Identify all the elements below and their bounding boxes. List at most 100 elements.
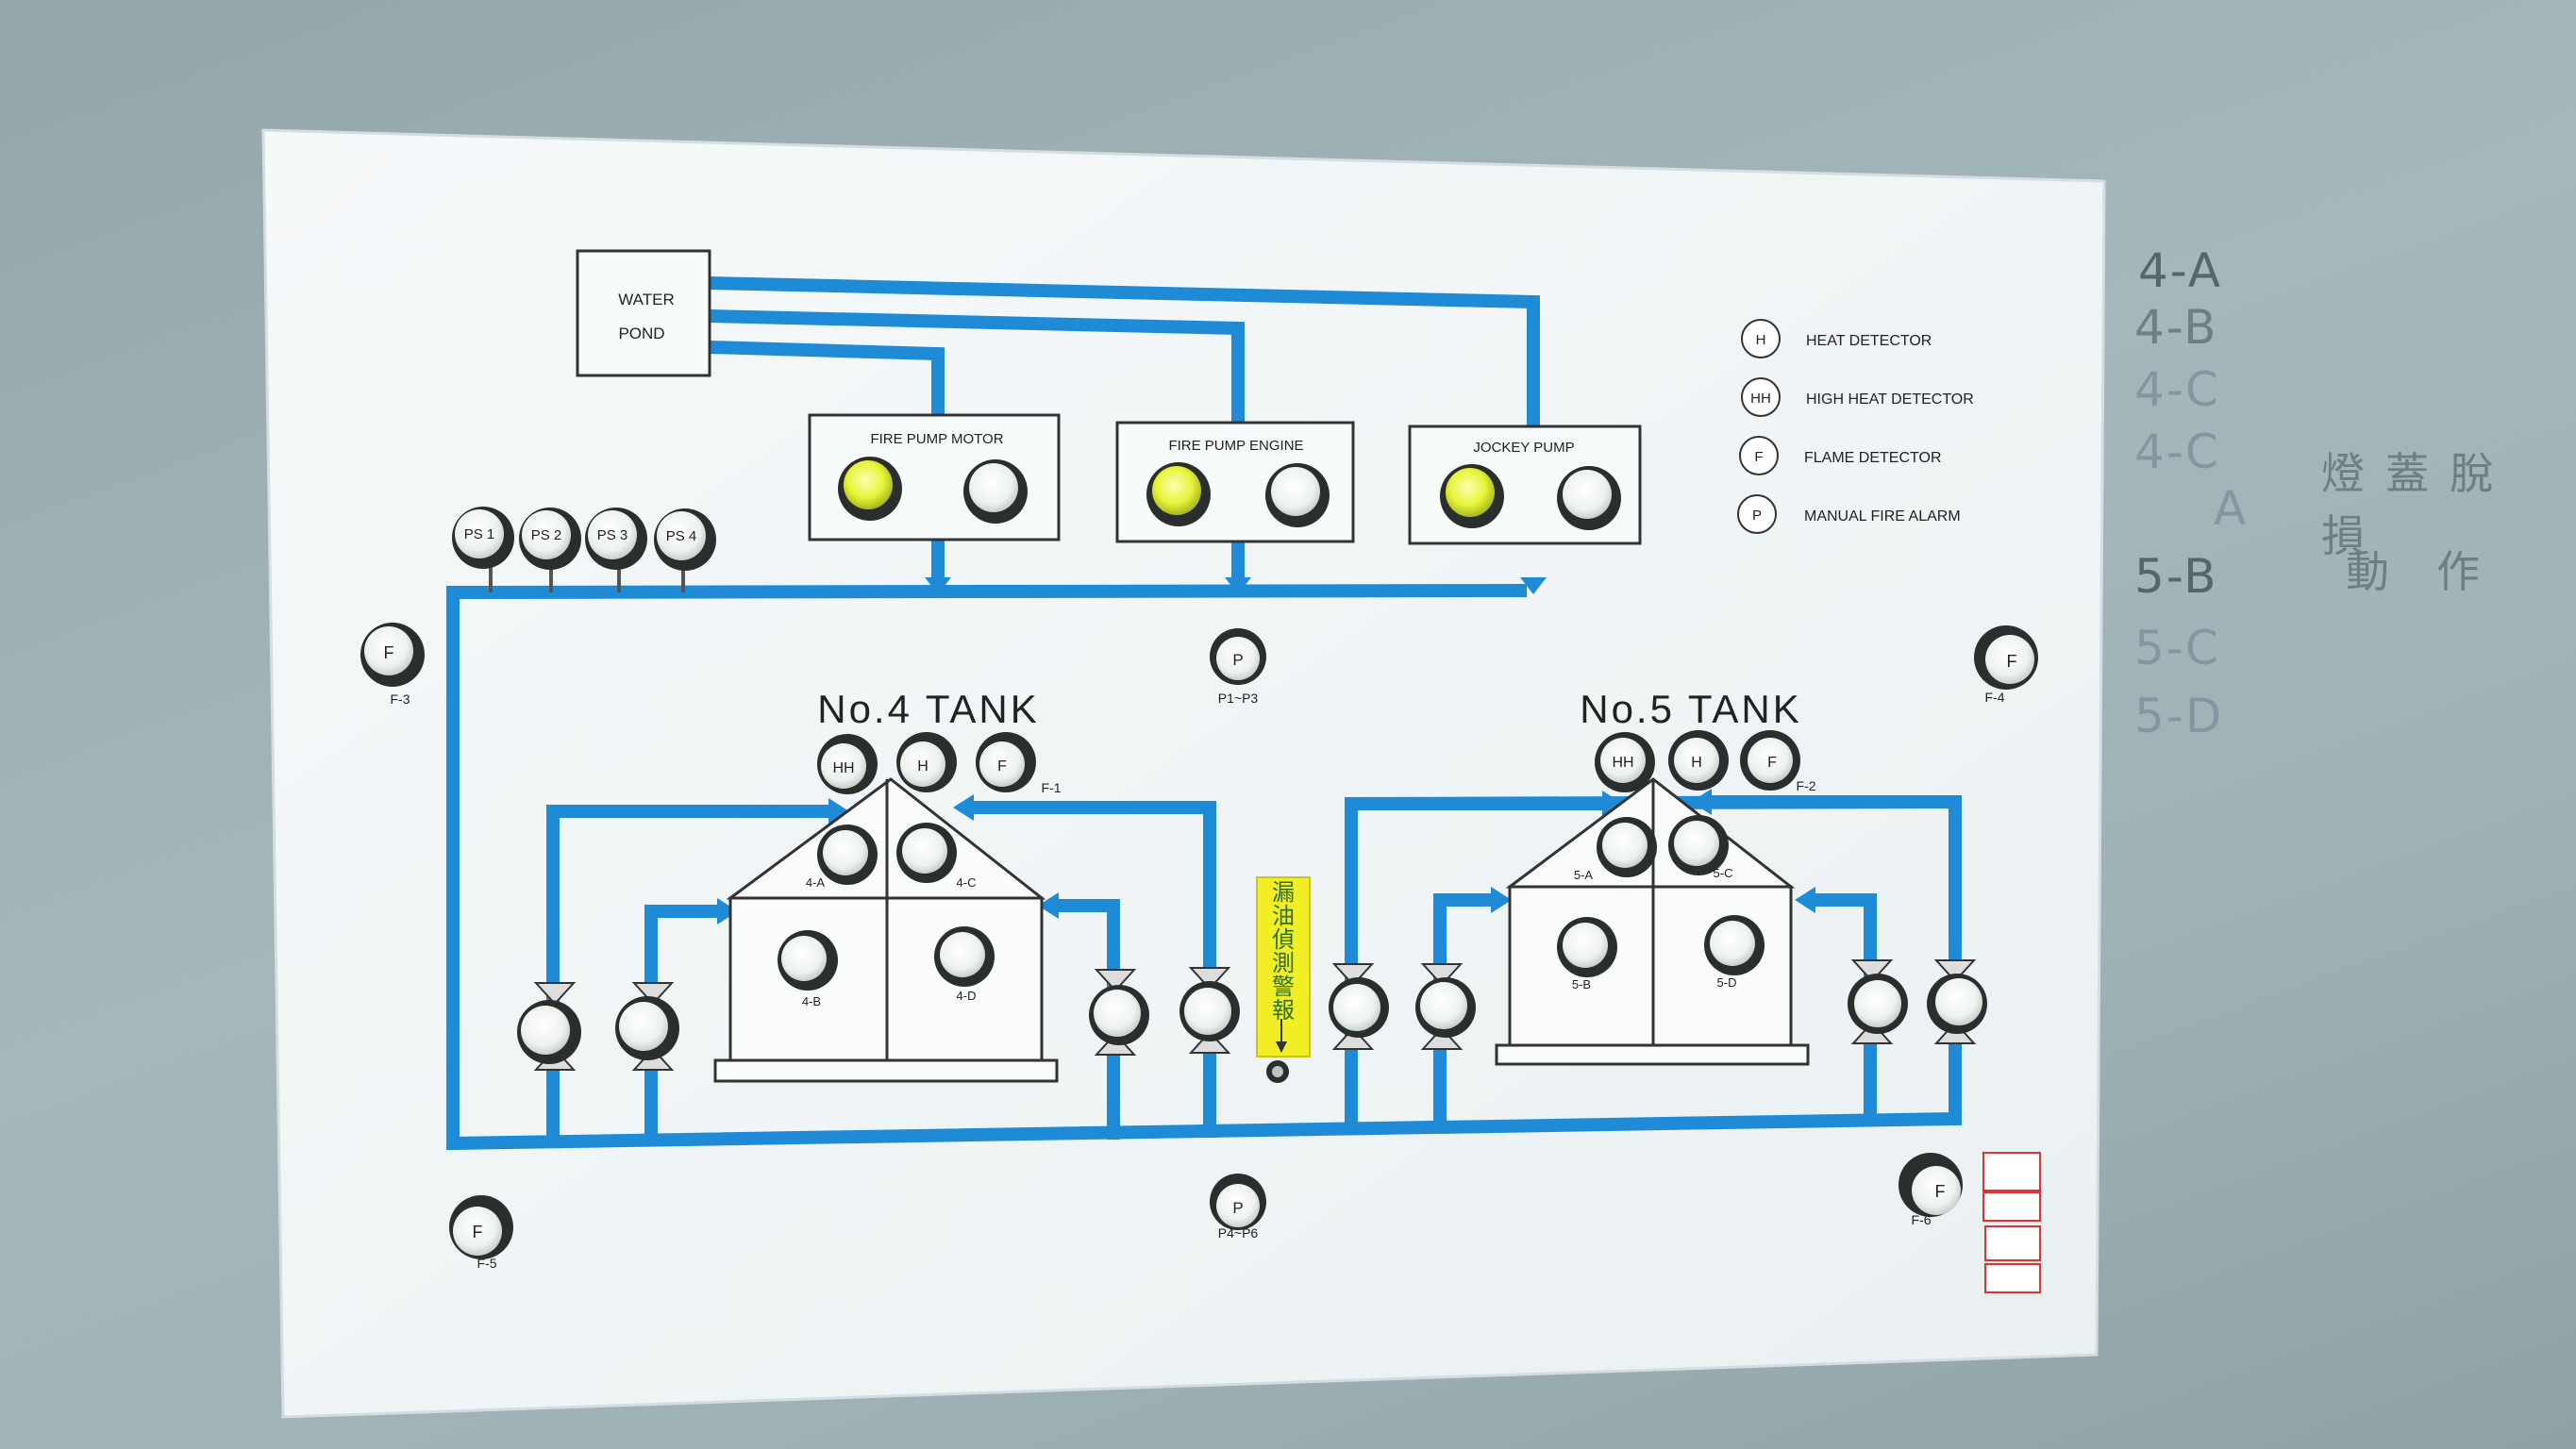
valve-lamp	[1927, 974, 1987, 1034]
tank4-sensor-4c	[896, 823, 957, 883]
sensor-tag: 5-D	[1717, 975, 1737, 990]
oil-leak-alarm	[1256, 876, 1311, 1083]
flame-detector-f3: F F-3	[360, 623, 425, 707]
wall-note: 5-D	[2134, 689, 2224, 743]
legend-text: FLAME DETECTOR	[1804, 450, 1942, 466]
oil-leak-alarm-label: 漏油偵測警報	[1272, 879, 1295, 1024]
tank5-heat-detector: H	[1668, 730, 1729, 791]
panel-board	[261, 128, 2106, 1419]
flame-detector-symbol: F	[384, 643, 394, 662]
sensor-tag: 5-C	[1714, 866, 1733, 880]
tank4-heat-detector: H	[896, 732, 957, 792]
wall-note: A	[2214, 481, 2249, 536]
pressure-switch-label: PS 4	[666, 528, 697, 544]
flame-detector-tag: F-3	[391, 691, 410, 707]
water-pond-label-line1: WATER	[618, 291, 675, 308]
water-pond-box	[576, 249, 711, 377]
inspection-stickers	[1982, 1152, 2041, 1293]
tank4-flame-detector: F	[976, 732, 1036, 792]
water-pond-label-line2: POND	[618, 325, 664, 342]
valve-lamp	[517, 1000, 581, 1064]
tank4-sensor-4d	[934, 926, 995, 987]
tank4-flame-tag: F-1	[1042, 780, 1062, 795]
flame-detector-tag: F-4	[1985, 690, 2005, 705]
manual-alarm-tag: P1~P3	[1218, 691, 1259, 706]
flame-detector-symbol: F	[2007, 652, 2017, 671]
sensor-tag: 5-B	[1572, 977, 1591, 991]
tank5-sensor-5c	[1668, 815, 1729, 875]
pressure-switch-1: PS 1	[452, 507, 514, 569]
flame-detector-f6: F F-6	[1899, 1153, 1963, 1227]
legend: H HEAT DETECTOR HH HIGH HEAT DETECTOR F …	[1737, 319, 1974, 534]
tank5-flame-tag: F-2	[1797, 778, 1816, 793]
tank5-sensor-5b	[1557, 917, 1617, 977]
sensor-tag: 4-D	[957, 989, 977, 1003]
wall-note: 5-C	[2134, 621, 2220, 675]
sensor-tag: 4-A	[806, 875, 826, 890]
flame-detector-f4: F F-4	[1974, 625, 2038, 705]
tank4-high-heat-detector: HH	[817, 734, 878, 794]
pump-stop-lamp	[963, 459, 1028, 524]
sensor-tag: 4-B	[802, 994, 821, 1008]
wall-note-chinese: 燈蓋脫損	[2321, 448, 2514, 561]
manual-alarm-tag: P4~P6	[1218, 1225, 1259, 1241]
wall-note: 5-B	[2134, 549, 2218, 604]
legend-text: MANUAL FIRE ALARM	[1804, 508, 1961, 525]
detector-symbol: F	[997, 758, 1007, 774]
valve-lamp	[1329, 977, 1389, 1038]
legend-symbol: HH	[1750, 391, 1771, 407]
pump-stop-lamp	[1265, 463, 1330, 527]
legend-text: HIGH HEAT DETECTOR	[1806, 391, 1974, 408]
tank5-sensor-5d	[1704, 915, 1765, 975]
detector-symbol: H	[1691, 755, 1702, 771]
detector-symbol: HH	[1612, 755, 1633, 771]
legend-text: HEAT DETECTOR	[1806, 333, 1932, 349]
detector-symbol: HH	[832, 760, 854, 776]
flame-detector-f5: F F-5	[449, 1195, 513, 1271]
legend-symbol: F	[1754, 449, 1763, 465]
pressure-switch-2: PS 2	[519, 508, 581, 570]
pressure-switch-label: PS 3	[597, 527, 628, 543]
flame-detector-tag: F-5	[477, 1256, 497, 1271]
tank-4: No.4 TANK	[713, 687, 1059, 1083]
pipe-network	[446, 276, 1962, 1151]
flame-detector-symbol: F	[473, 1223, 483, 1241]
pump-stop-lamp	[1557, 466, 1621, 530]
wall-note: 4-C	[2134, 425, 2220, 479]
manual-alarm-symbol: P	[1232, 1199, 1243, 1217]
tank4-sensor-4a	[817, 824, 878, 885]
valve-indicators	[517, 959, 1987, 1071]
valve-lamp	[1415, 977, 1476, 1038]
wall-note: 4-B	[2134, 300, 2218, 355]
manual-fire-alarm-top: P P1~P3	[1210, 628, 1266, 706]
pump-label: FIRE PUMP MOTOR	[870, 431, 1003, 447]
valve-lamp	[1089, 985, 1149, 1045]
pump-run-lamp	[1440, 464, 1504, 528]
wall-note-chinese: 動作	[2346, 546, 2527, 597]
sensor-tag: 4-C	[957, 875, 977, 890]
flame-detector-tag: F-6	[1912, 1212, 1932, 1227]
tank5-high-heat-detector: HH	[1595, 732, 1655, 792]
wall-note: 4-A	[2138, 243, 2222, 298]
valve-lamp	[1179, 981, 1240, 1041]
flame-detector-symbol: F	[1935, 1182, 1946, 1201]
pump-run-lamp	[838, 457, 902, 521]
detector-symbol: H	[917, 758, 928, 774]
pressure-switch-4: PS 4	[654, 508, 716, 571]
pump-label: FIRE PUMP ENGINE	[1168, 438, 1303, 454]
pump-run-lamp	[1146, 462, 1211, 526]
detector-symbol: F	[1767, 755, 1777, 771]
pressure-switch-label: PS 1	[464, 526, 495, 542]
manual-alarm-symbol: P	[1232, 651, 1243, 669]
tank-title: No.5 TANK	[1580, 687, 1802, 731]
valve-lamp	[1848, 974, 1908, 1034]
valve-lamp	[615, 996, 679, 1060]
tank-title: No.4 TANK	[817, 687, 1040, 731]
tank4-sensor-4b	[778, 930, 838, 991]
wall-note: 4-C	[2134, 362, 2220, 417]
legend-symbol: P	[1752, 508, 1762, 524]
tank5-flame-detector: F	[1740, 730, 1800, 791]
pressure-switch-label: PS 2	[531, 527, 562, 543]
sensor-tag: 5-A	[1574, 868, 1594, 882]
pump-label: JOCKEY PUMP	[1473, 440, 1574, 456]
